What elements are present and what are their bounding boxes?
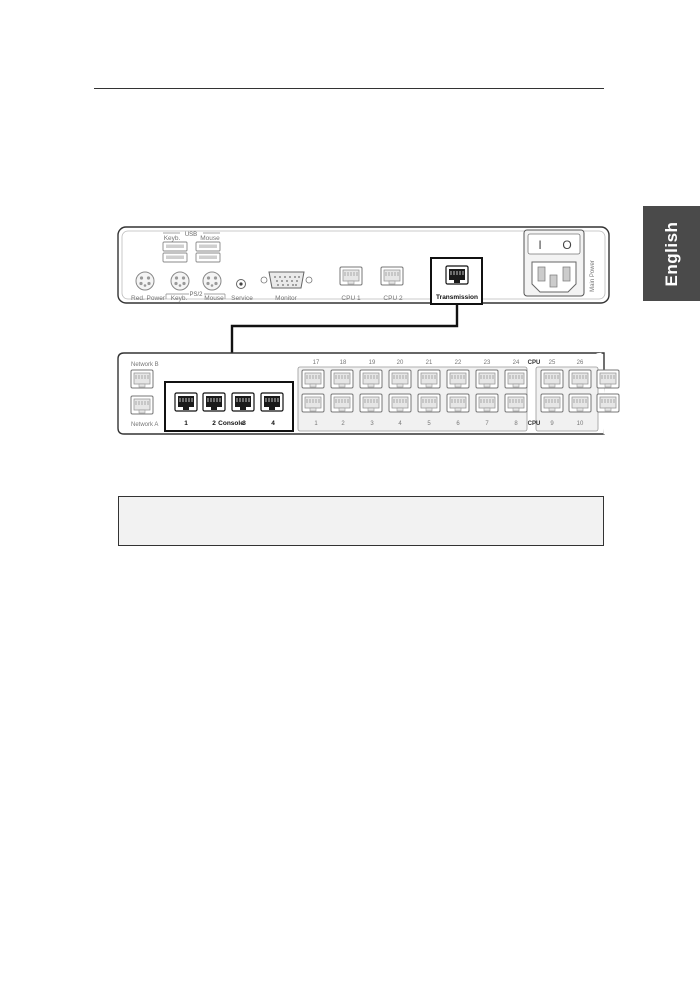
language-tab: English bbox=[643, 206, 700, 301]
monitor-port: Monitor bbox=[260, 271, 313, 302]
cpu1-label: CPU 1 bbox=[341, 295, 361, 302]
cpu-port-22-label: 22 bbox=[455, 360, 462, 366]
cpu-port-3-label: 3 bbox=[370, 421, 374, 427]
transmission-label: Transmission bbox=[436, 294, 478, 301]
console-port-1-label: 1 bbox=[184, 420, 188, 427]
cpu-port-19-label: 19 bbox=[369, 360, 376, 366]
main-power-label: Main Power bbox=[590, 260, 596, 292]
cpu-port-10-label: 10 bbox=[577, 421, 584, 427]
cpu2-label: CPU 2 bbox=[383, 295, 403, 302]
monitor-label: Monitor bbox=[275, 295, 298, 302]
ps2-keyboard-label: Keyb. bbox=[171, 295, 188, 302]
cpu-port-8-label: 8 bbox=[514, 421, 518, 427]
cpu-ports: CPU 1 CPU 2 bbox=[339, 266, 404, 302]
ps2-group-label: PS/2 bbox=[189, 292, 203, 298]
usb-keyboard-label: Keyb. bbox=[164, 235, 181, 242]
console-port-3-label: 3 bbox=[242, 420, 246, 427]
usb-ports: USB Keyb. Mouse bbox=[162, 232, 221, 263]
console-port-2-label: 2 bbox=[212, 420, 216, 427]
console-label: Console bbox=[218, 420, 244, 427]
cpu-port-21-label: 21 bbox=[426, 360, 433, 366]
cpu-port-5-label: 5 bbox=[427, 421, 431, 427]
usb-mouse-label: Mouse bbox=[200, 235, 220, 242]
console-ports: 1 2 Console 3 4 bbox=[164, 381, 294, 432]
cpu-port-2-label: 2 bbox=[341, 421, 345, 427]
rear-panel-device: USB Keyb. Mouse PS/2 Red. Power Keyb. Mo… bbox=[117, 226, 610, 305]
round-ports: PS/2 Red. Power Keyb. Mouse Service bbox=[131, 271, 253, 302]
ps2-mouse-label: Mouse bbox=[204, 295, 224, 302]
power-inlet: I O Main Power bbox=[523, 229, 596, 297]
cpu-port-grid: 17 18 19 20 21 22 23 24 CPU 25 26 1 2 3 bbox=[297, 360, 620, 432]
power-switch-on-label: I bbox=[538, 238, 541, 252]
network-ports: Network B Network A bbox=[130, 362, 159, 428]
cpu-port-18-label: 18 bbox=[340, 360, 347, 366]
network-b-label: Network B bbox=[131, 362, 159, 368]
kvm-switch-device: Network B Network A 1 2 Console 3 4 17 1… bbox=[117, 352, 620, 435]
cpu-port-4-label: 4 bbox=[398, 421, 402, 427]
cpu-port-6-label: 6 bbox=[456, 421, 460, 427]
cpu-port-20-label: 20 bbox=[397, 360, 404, 366]
cpu-port-24-label: 24 bbox=[513, 360, 520, 366]
cpu-port-23-label: 23 bbox=[484, 360, 491, 366]
note-box bbox=[118, 496, 604, 546]
header-rule bbox=[94, 88, 604, 89]
service-label: Service bbox=[231, 295, 253, 302]
cpu-tag-top: CPU bbox=[528, 360, 541, 366]
cpu-port-7-label: 7 bbox=[485, 421, 489, 427]
network-a-label: Network A bbox=[131, 422, 158, 428]
cpu-port-9-label: 9 bbox=[550, 421, 554, 427]
cpu-port-17-label: 17 bbox=[313, 360, 320, 366]
cpu-port-26-label: 26 bbox=[577, 360, 584, 366]
transmission-port: Transmission bbox=[430, 257, 483, 305]
cpu-port-1-label: 1 bbox=[314, 421, 318, 427]
red-power-label: Red. Power bbox=[131, 295, 166, 302]
console-port-4-label: 4 bbox=[271, 420, 275, 427]
power-switch-off-label: O bbox=[562, 238, 571, 252]
cpu-port-25-label: 25 bbox=[549, 360, 556, 366]
cpu-tag-bottom: CPU bbox=[528, 421, 541, 427]
usb-group-label: USB bbox=[185, 232, 197, 238]
